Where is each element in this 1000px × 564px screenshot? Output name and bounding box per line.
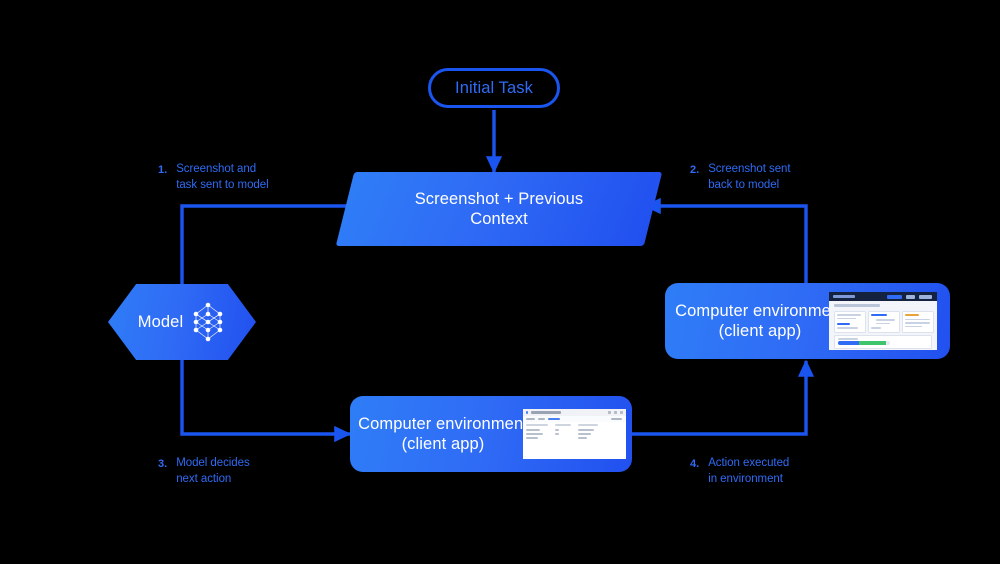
thumb-topbar [829,292,937,301]
step-4-text: Action executed in environment [708,456,789,488]
thumb-window-close [620,411,623,414]
env-right-line-1: Computer environment [675,301,845,320]
step-1-line-2: task sent to model [176,178,269,191]
thumb-window-content [523,422,626,459]
step-4-line-1: Action executed [708,457,790,469]
thumb-window-title [531,411,561,414]
screenshot-context-node: Screenshot + Previous Context [335,172,663,246]
step-1-text: Screenshot and task sent to model [176,162,268,194]
thumb-progress-panel [834,335,932,349]
thumb-progress-segment-green [859,341,887,345]
thumb-nav-item [906,295,915,299]
step-2-line-2: back to model [708,178,780,191]
wire-right-env-to-context [643,197,808,283]
model-node: Model [108,284,256,360]
step-1-line-1: Screenshot and [176,163,257,175]
model-label: Model [137,312,184,331]
wire-model-to-bottom-env [180,360,352,443]
step-caption-4: 4. Action executed in environment [690,456,870,488]
parallelogram-fill [335,172,663,246]
thumb-brand-mark [833,295,855,298]
thumb-nav-item [919,295,932,299]
hexagon-fill [108,284,256,360]
wire-context-to-model [173,204,352,320]
step-caption-2: 2. Screenshot sent back to model [690,162,870,194]
wire-bottom-env-to-right-env [632,359,815,436]
neural-network-icon [193,302,223,342]
step-2-number: 2. [690,163,700,176]
thumb-progress-bar [837,341,890,345]
step-caption-3: 3. Model decides next action [158,456,338,488]
step-3-line-1: Model decides [176,457,250,469]
thumb-card [868,311,900,333]
computer-environment-right-label: Computer environment (client app) [667,301,853,341]
step-3-number: 3. [158,457,168,470]
model-node-content: Model [108,284,256,360]
thumb-progress-segment-blue [837,341,860,345]
step-2-text: Screenshot sent back to model [708,162,790,194]
thumb-progress-label [837,337,858,340]
env-right-line-2: (client app) [718,322,802,340]
thumb-body [829,301,937,350]
thumb-window-minimize [608,411,611,414]
step-1-number: 1. [158,163,168,176]
step-4-line-2: in environment [708,472,783,485]
step-2-line-1: Screenshot sent [708,163,791,175]
step-caption-1: 1. Screenshot and task sent to model [158,162,338,194]
step-4-number: 4. [690,457,700,470]
env-bottom-line-2: (client app) [401,435,485,453]
dashboard-app-thumbnail [829,292,937,350]
step-3-text: Model decides next action [176,456,250,488]
thumb-card [834,311,866,333]
thumb-nav-item-active [887,295,902,299]
thumb-breadcrumb [834,304,880,307]
computer-environment-bottom-label: Computer environment (client app) [350,414,536,454]
initial-task-node: Initial Task [428,68,560,108]
thumb-card [902,311,934,333]
thumb-window-icon [526,411,529,414]
env-bottom-line-1: Computer environment [358,414,528,433]
initial-task-label: Initial Task [455,78,533,97]
thumb-window-maximize [614,411,617,414]
step-3-line-2: next action [176,472,232,485]
window-table-app-thumbnail [523,409,626,459]
